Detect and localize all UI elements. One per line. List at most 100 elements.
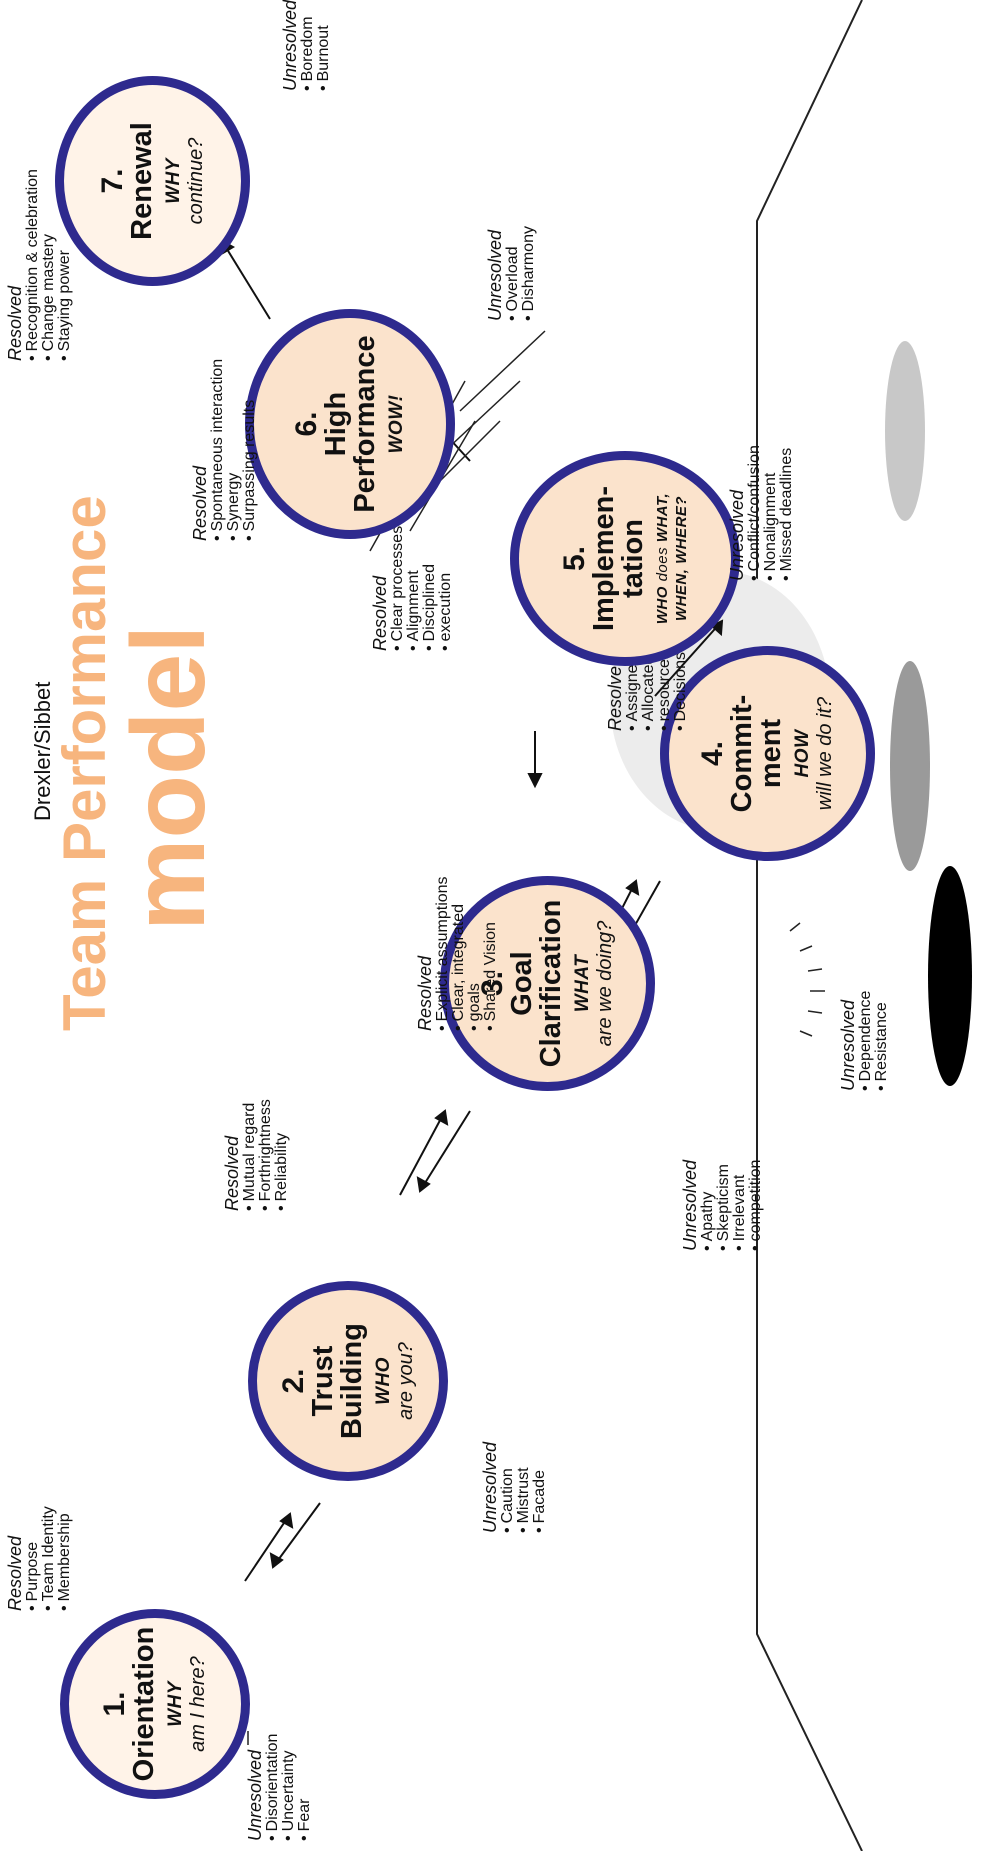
list-item: Nonalignment bbox=[762, 445, 779, 581]
list-item: Clear processes bbox=[389, 526, 406, 651]
list-item: Mutual regard bbox=[241, 1099, 258, 1211]
list-item: Fear bbox=[296, 1734, 313, 1841]
unresolved-heading: Unresolved bbox=[485, 229, 505, 321]
stage-question: am I here? bbox=[187, 1656, 209, 1752]
list-item: Burnout bbox=[315, 0, 332, 91]
stage-renewal: 7. Renewal WHY continue? bbox=[55, 76, 250, 286]
stage-name: Trust bbox=[306, 1345, 339, 1417]
stage-name: Performance bbox=[349, 335, 381, 513]
unresolved-heading: Unresolved bbox=[727, 489, 747, 581]
stage-high-performance: 6. High Performance WOW! bbox=[245, 309, 455, 539]
shadow-implementation bbox=[890, 661, 930, 871]
stage-number: 6. bbox=[290, 411, 323, 437]
list-item: competition bbox=[747, 1160, 764, 1251]
arrow-head bbox=[269, 1552, 284, 1569]
question-who: WHO bbox=[654, 586, 671, 625]
stage-question: are we doing? bbox=[594, 920, 616, 1047]
stage-commitment: 4. Commit- ment HOW will we do it? bbox=[660, 646, 875, 861]
list-item: goals bbox=[466, 876, 483, 1031]
list-item: Explicit assumptions bbox=[434, 876, 451, 1031]
stage-name: Clarification bbox=[535, 899, 567, 1068]
stage-1-unresolved: Unresolved Disorientation Uncertainty Fe… bbox=[245, 1734, 313, 1841]
list-item: Resistance bbox=[873, 991, 890, 1091]
stage-question-key: WHAT bbox=[572, 954, 593, 1013]
stage-question-key: HOW bbox=[792, 729, 813, 778]
list-item: Reliability bbox=[273, 1099, 290, 1211]
list-item: Synergy bbox=[225, 359, 242, 541]
stage-number: 7. bbox=[95, 168, 129, 194]
list-item: Spontaneous interaction bbox=[209, 359, 226, 541]
stage-3-resolved: Resolved Explicit assumptions Clear, int… bbox=[415, 876, 499, 1031]
stage-number: 4. bbox=[696, 740, 729, 767]
question-does: does bbox=[654, 546, 671, 582]
resolved-heading: Resolved bbox=[222, 1135, 242, 1211]
floor-outline bbox=[756, 0, 863, 1851]
stage-name: Implemen- bbox=[588, 485, 620, 632]
list-item: Membership bbox=[56, 1506, 73, 1611]
list-item: Caution bbox=[499, 1442, 516, 1533]
stage-name: Renewal bbox=[125, 122, 158, 240]
list-item: Apathy bbox=[699, 1160, 716, 1251]
arrow-head bbox=[710, 619, 724, 637]
unresolved-heading: Unresolved bbox=[838, 999, 858, 1091]
resolved-heading: Resolved bbox=[370, 575, 390, 651]
unresolved-heading: Unresolved bbox=[480, 1441, 500, 1533]
list-item: Conflict/confusion bbox=[746, 445, 763, 581]
stage-5-resolved: Resolved Clear processes Alignment Disci… bbox=[370, 526, 454, 651]
question-what: WHAT, bbox=[654, 492, 671, 543]
list-item: Uncertainty bbox=[280, 1734, 297, 1841]
arrow-head bbox=[527, 773, 543, 789]
stage-number: 5. bbox=[558, 545, 591, 572]
stage-2-resolved: Resolved Mutual regard Forthrightness Re… bbox=[222, 1099, 290, 1211]
stage-name: Building bbox=[335, 1323, 368, 1439]
list-item: Missed deadlines bbox=[778, 445, 795, 581]
list-item: Change mastery bbox=[40, 169, 57, 361]
unresolved-heading: Unresolved bbox=[680, 1159, 700, 1251]
stage-2-unresolved: Unresolved Caution Mistrust Facade bbox=[480, 1442, 548, 1533]
stage-question-key: WHY bbox=[162, 158, 184, 204]
list-item: Alignment bbox=[405, 526, 422, 651]
list-item: Recognition & celebration bbox=[24, 169, 41, 361]
shadow-commitment bbox=[928, 866, 972, 1086]
list-item: Clear, integrated bbox=[450, 876, 467, 1031]
stage-trust-building: 2. Trust Building WHO are you? bbox=[248, 1281, 448, 1481]
stage-question-key: WHO does WHAT, bbox=[654, 493, 671, 624]
stage-name: tation bbox=[617, 519, 649, 598]
stage-3-unresolved: Unresolved Apathy Skepticism Irrelevant … bbox=[680, 1160, 764, 1251]
list-item: Shared Vision bbox=[482, 876, 499, 1031]
stage-name: ment bbox=[755, 718, 787, 789]
list-item: Disciplined bbox=[421, 526, 438, 651]
list-item: Surpassing results bbox=[241, 359, 258, 541]
list-item: Disorientation bbox=[264, 1734, 281, 1841]
page-title: Team Performance bbox=[51, 495, 118, 1031]
stage-implementation: 5. Implemen- tation WHO does WHAT, WHEN,… bbox=[510, 451, 740, 666]
stage-number: 1. bbox=[98, 1691, 131, 1717]
list-item: Dependence bbox=[857, 991, 874, 1091]
stage-question-key: WOW! bbox=[386, 394, 407, 454]
arrow-head bbox=[416, 1176, 431, 1193]
resolved-heading: Resolved bbox=[190, 465, 210, 541]
arrow-head bbox=[625, 879, 640, 896]
stage-name: Goal bbox=[506, 951, 538, 1016]
stage-number: 2. bbox=[276, 1368, 310, 1394]
list-item: Disharmony bbox=[520, 226, 537, 321]
stage-question-key: WHO bbox=[372, 1357, 394, 1405]
stage-6-resolved: Resolved Spontaneous interaction Synergy… bbox=[190, 359, 258, 541]
list-item: Mistrust bbox=[515, 1442, 532, 1533]
unresolved-heading: Unresolved bbox=[280, 0, 300, 91]
stage-name: Orientation bbox=[128, 1626, 160, 1782]
list-item: Boredom bbox=[299, 0, 316, 91]
stage-1-resolved: Resolved Purpose Team Identity Membershi… bbox=[5, 1506, 73, 1611]
list-item: Purpose bbox=[24, 1506, 41, 1611]
stage-question: will we do it? bbox=[814, 696, 836, 811]
resolved-heading: Resolved bbox=[5, 285, 25, 361]
stage-question-key: WHY bbox=[165, 1681, 186, 1727]
stage-7-resolved: Resolved Recognition & celebration Chang… bbox=[5, 169, 73, 361]
list-item: Irrelevant bbox=[731, 1160, 748, 1251]
unresolved-heading: Unresolved bbox=[245, 1749, 265, 1841]
arrow-head bbox=[434, 1109, 449, 1126]
list-item: execution bbox=[437, 526, 454, 651]
stage-question: continue? bbox=[184, 137, 207, 225]
resolved-heading: Resolved bbox=[415, 955, 435, 1031]
